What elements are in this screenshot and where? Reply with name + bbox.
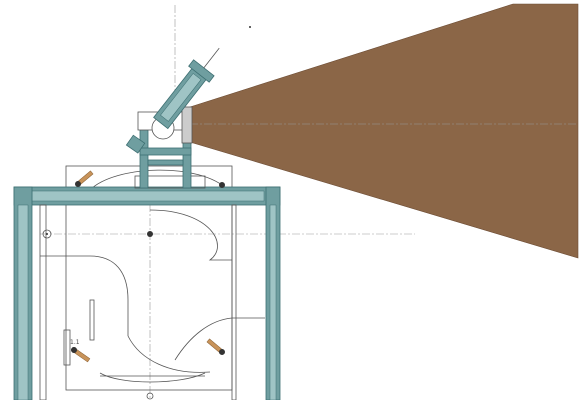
rounded-top-plate <box>89 169 229 191</box>
mid-slot-left <box>89 299 95 341</box>
bolts <box>71 170 225 363</box>
frame-right-leg-inner <box>269 204 277 400</box>
support-frame <box>13 186 281 400</box>
bolt-top-left <box>75 170 94 187</box>
frame-left-leg-inner <box>17 204 29 400</box>
side-clamp <box>125 134 146 154</box>
mount-column-left <box>139 127 149 189</box>
projection-beam <box>189 3 579 259</box>
center-pivot-marker <box>147 231 153 237</box>
left-cutout-curve <box>89 255 129 336</box>
right-cutout-curve <box>174 317 233 361</box>
lens-block <box>181 106 193 144</box>
projector-body <box>153 47 220 130</box>
mount-base-plate <box>134 175 206 189</box>
right-round-lobe <box>149 209 232 261</box>
bolt-top-right <box>219 182 225 188</box>
projector-housing-inner <box>160 73 202 122</box>
bolt-bottom-right <box>206 338 225 355</box>
frame-right-inner-post <box>231 204 237 400</box>
mount-crossbar-upper <box>147 159 184 166</box>
reference-dot <box>249 26 251 28</box>
lower-sweep <box>127 335 211 373</box>
frame-top-rail-inner <box>31 190 265 202</box>
center-hole-marker <box>42 229 52 239</box>
projector-tip-line <box>203 47 220 69</box>
bottom-arc-plate <box>99 372 206 383</box>
clamp-body <box>125 134 146 154</box>
left-slot <box>63 329 71 366</box>
frame-left-inner-post <box>39 204 47 400</box>
corner-marker-label: 1.1 <box>70 339 80 346</box>
bottom-center-marker <box>146 392 154 400</box>
bolt-bottom-left <box>71 347 91 363</box>
mount-crossbar <box>139 147 192 156</box>
center-hole-dot <box>46 233 48 235</box>
